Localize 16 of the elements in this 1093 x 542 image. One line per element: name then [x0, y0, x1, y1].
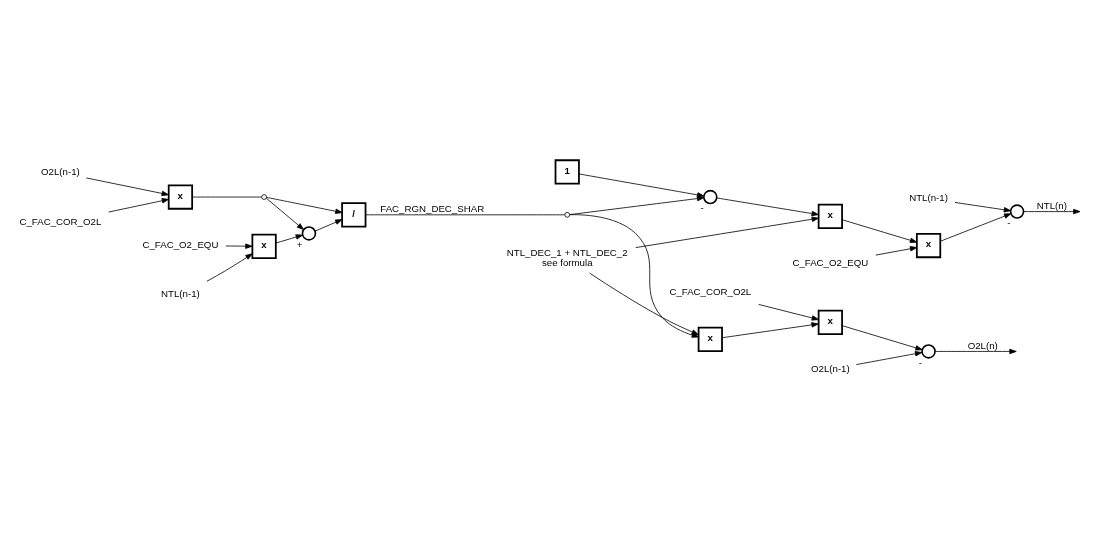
node-text: O2L(n-1) — [41, 166, 80, 178]
node-text: C_FAC_COR_O2L — [19, 215, 102, 227]
node-text: NTL(n-1) — [161, 288, 200, 300]
edge-label: FAC_RGN_DEC_SHAR — [380, 203, 485, 215]
node-text: O2L(n-1) — [810, 362, 850, 374]
node-label: + — [296, 238, 303, 250]
node-text: NTL_DEC_1 + NTL_DEC_2 see formula — [506, 246, 628, 269]
node-text: C_FAC_COR_O2L — [669, 285, 752, 297]
edge-label: O2L(n) — [967, 339, 998, 351]
node-label: - — [1007, 216, 1011, 228]
node-label: - — [700, 202, 704, 214]
node-text: NTL(n-1) — [909, 192, 948, 204]
edge-label: NTL(n) — [1036, 199, 1067, 211]
node-text: C_FAC_O2_EQU — [142, 239, 219, 251]
node-text: C_FAC_O2_EQU — [792, 256, 869, 268]
node-label: - — [918, 356, 923, 368]
